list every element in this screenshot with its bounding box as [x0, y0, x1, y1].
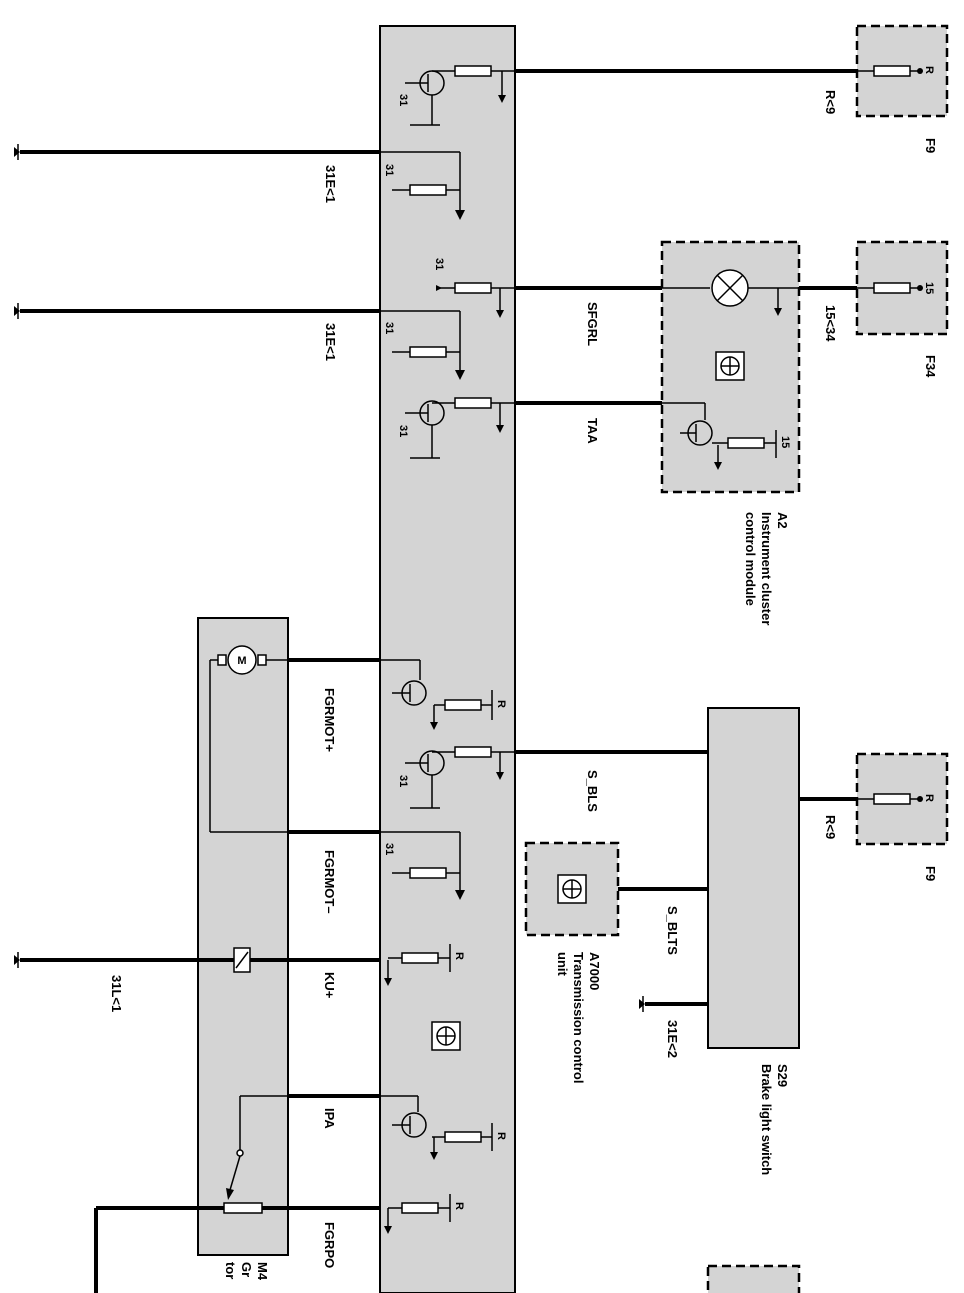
clutch-coil-symbol	[233, 947, 251, 973]
pin-r-c: R	[495, 1132, 507, 1140]
component-s29-id: S29	[775, 1064, 790, 1087]
component-s29-line1: Brake light switch	[759, 1064, 774, 1175]
m4-module	[197, 617, 289, 1256]
pin-r-a: R	[495, 700, 507, 708]
label-fgrmot-minus: FGRMOT–	[322, 850, 337, 914]
pin-31-f: 31	[397, 775, 409, 787]
pin-15-a2: 15	[779, 436, 791, 448]
potentiometer-symbol	[223, 1095, 288, 1214]
pin-31-b: 31	[383, 164, 395, 176]
fuse-f34-pin: 15	[923, 282, 935, 294]
label-31e1-a: 31E<1	[323, 165, 338, 203]
label-sfgrl: SFGRL	[585, 302, 600, 346]
ground-symbol-1	[14, 144, 20, 160]
ecu-chip-icon	[431, 1021, 461, 1051]
transistor-ipa	[380, 1095, 493, 1160]
ground-symbol-3	[14, 952, 20, 968]
ground-resistor-3	[380, 831, 465, 900]
component-m4-line1: Gr	[239, 1262, 254, 1277]
component-f9-bottom-id: F9	[923, 866, 938, 881]
component-f34-id: F34	[923, 355, 938, 378]
label-s-blts: S_BLTS	[665, 906, 680, 955]
label-r9-bottom: R<9	[823, 815, 838, 839]
label-fgrpo: FGRPO	[322, 1222, 337, 1268]
transistor-s-bls	[405, 746, 515, 809]
pin-31-a: 31	[397, 94, 409, 106]
component-a2-line1: Instrument cluster	[759, 512, 774, 625]
label-31e2: 31E<2	[665, 1020, 680, 1058]
ground-symbol-4	[639, 996, 645, 1012]
label-fgrmot-plus: FGRMOT+	[322, 688, 337, 752]
label-s-bls: S_BLS	[585, 770, 600, 812]
pin-31-e: 31	[397, 425, 409, 437]
transistor-1	[405, 70, 455, 126]
fgrpo-resistor	[384, 1194, 451, 1234]
transistor-taa	[405, 397, 515, 459]
label-15-34: 15<34	[823, 305, 838, 342]
ground-symbol-2	[14, 303, 20, 319]
label-ipa: IPA	[322, 1108, 337, 1129]
partial-module-bottom	[706, 1264, 801, 1293]
warning-lamp-icon	[662, 269, 799, 316]
label-ku-plus: KU+	[322, 972, 337, 999]
component-a2-id: A2	[775, 512, 790, 529]
ground-resistor-2	[380, 310, 465, 380]
motor-symbol: M	[209, 645, 288, 833]
label-31e1-b: 31E<1	[323, 323, 338, 361]
s29-brake-light-switch	[707, 707, 800, 1049]
a2-transistor	[662, 402, 777, 470]
component-a7000-id: A7000	[587, 952, 602, 990]
fuse-f34-element	[857, 282, 923, 294]
pin-r-d: R	[453, 1202, 465, 1210]
fuse-f9-bottom-pin: R	[923, 794, 935, 802]
pin-31-d: 31	[383, 322, 395, 334]
fuse-f9-top-pin: R	[923, 66, 935, 74]
label-taa: TAA	[585, 418, 600, 444]
a7000-chip-icon	[557, 874, 587, 904]
resistor-1	[454, 65, 515, 103]
svg-text:M: M	[237, 655, 246, 667]
fuse-f9-top-element	[857, 65, 923, 77]
component-f9-top-id: F9	[923, 138, 938, 153]
ground-resistor-1	[380, 151, 465, 220]
pin-r-b: R	[453, 952, 465, 960]
a2-chip-icon	[715, 351, 745, 381]
component-m4-id: M4	[255, 1262, 270, 1281]
label-r9-top: R<9	[823, 90, 838, 114]
component-a2-line2: control module	[743, 512, 758, 606]
ku-resistor	[384, 944, 451, 986]
component-a7000-line2: unit	[555, 952, 570, 976]
fuse-f9-bottom-element	[857, 793, 923, 805]
component-a7000-line1: Transmission control	[571, 952, 586, 1083]
sfgrl-resistor	[436, 282, 515, 318]
label-31l1: 31L<1	[109, 975, 124, 1012]
pin-31-g: 31	[383, 843, 395, 855]
pin-31-c: 31	[433, 258, 445, 270]
component-m4-line2: tor	[223, 1262, 238, 1279]
transistor-fgrmot	[380, 659, 493, 730]
